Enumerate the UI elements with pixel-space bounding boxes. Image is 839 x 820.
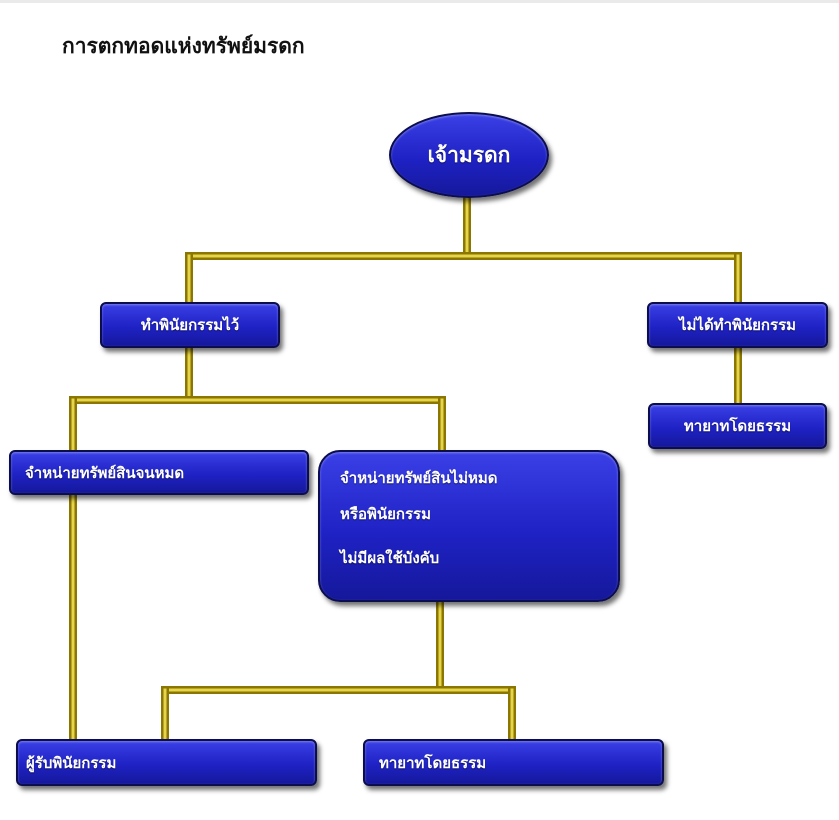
node-with-will: ทำพินัยกรรมไว้: [100, 302, 280, 348]
page-title: การตกทอดแห่งทรัพย์มรดก: [62, 34, 305, 58]
node-statutory-heir-right-label: ทายาทโดยธรรม: [683, 417, 792, 435]
node-disposed-all-label: จำหน่ายทรัพย์สินจนหมด: [25, 463, 185, 482]
node-statutory-heir-right: ทายาทโดยธรรม: [648, 403, 827, 449]
top-rule: [0, 0, 839, 3]
node-statutory-heir-bottom-label: ทายาทโดยธรรม: [379, 753, 487, 772]
node-testator: เจ้ามรดก: [389, 112, 549, 198]
node-not-all-line1: จำหน่ายทรัพย์สินไม่หมด: [340, 469, 498, 487]
node-beneficiary-label: ผู้รับพินัยกรรม: [26, 753, 117, 772]
node-not-all-disposed: จำหน่ายทรัพย์สินไม่หมด หรือพินัยกรรม ไม่…: [318, 450, 620, 602]
node-without-will-label: ไม่ได้ทำพินัยกรรม: [678, 316, 797, 334]
node-not-all-line2: หรือพินัยกรรม: [340, 505, 431, 523]
node-with-will-label: ทำพินัยกรรมไว้: [140, 316, 240, 334]
node-not-all-line3: ไม่มีผลใช้บังคับ: [340, 549, 440, 567]
node-testator-label: เจ้ามรดก: [427, 142, 511, 167]
node-statutory-heir-bottom: ทายาทโดยธรรม: [363, 739, 664, 786]
node-disposed-all: จำหน่ายทรัพย์สินจนหมด: [9, 450, 309, 495]
node-beneficiary: ผู้รับพินัยกรรม: [16, 739, 317, 786]
node-without-will: ไม่ได้ทำพินัยกรรม: [647, 302, 828, 348]
